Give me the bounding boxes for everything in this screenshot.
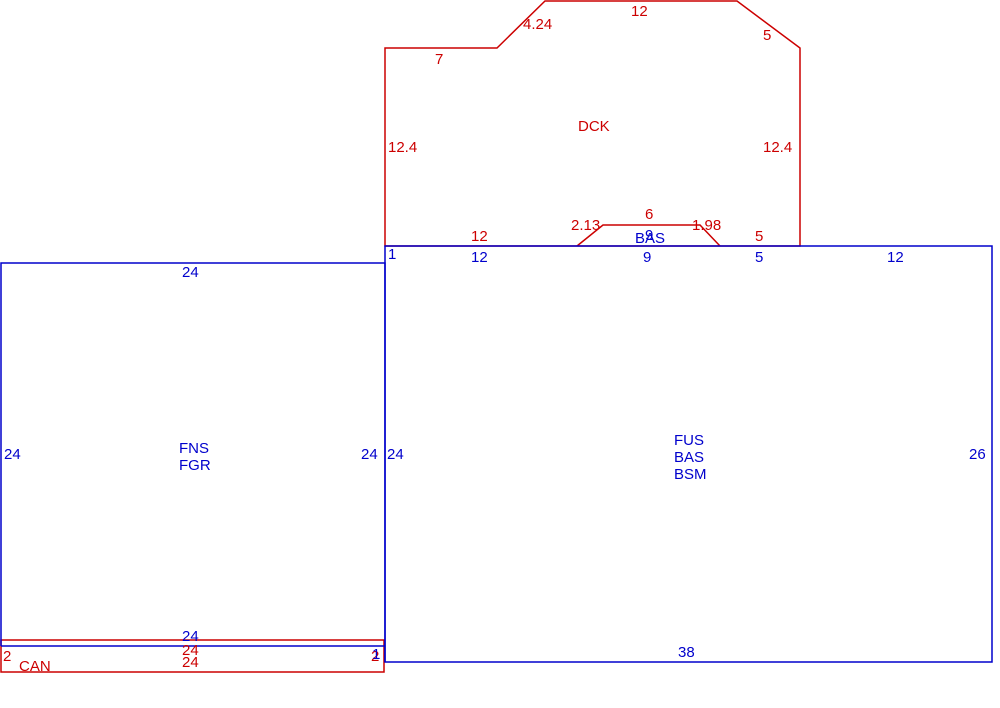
garage-code-1: FNS [179,440,209,457]
deck-dim-bottom-left: 12 [471,228,488,245]
canopy-dim-right: 2 [371,648,379,665]
house-code-2: BAS [674,449,704,466]
deck-code-label: DCK [578,118,610,135]
deck-dim-left-side: 12.4 [388,139,417,156]
canopy-outline [0,639,385,673]
bay-dim-top: 6 [645,206,653,223]
house-dim-left: 24 [387,446,404,463]
garage-dim-bottom: 24 [182,628,199,645]
deck-outline [384,0,801,247]
deck-dim-top-left-diag: 4.24 [523,16,552,33]
bay-marker: 9 [645,227,653,244]
house-dim-top-3: 12 [887,249,904,266]
house-code-3: BSM [674,466,707,483]
bay-dim-right-diag: 1.98 [692,217,721,234]
canopy-dim-top: 24 [182,642,199,659]
deck-dim-right-side: 12.4 [763,139,792,156]
deck-dim-top-right-diag: 5 [763,27,771,44]
garage-dim-top: 24 [182,264,199,281]
bay-dim-bottom: 9 [643,249,651,266]
canopy-code-label: CAN [19,658,51,675]
deck-dim-bottom-right: 5 [755,228,763,245]
main-house-outline [384,245,993,663]
garage-dim-right: 24 [361,446,378,463]
bay-outline [576,224,721,247]
deck-dim-top: 12 [631,3,648,20]
deck-dim-left-step: 7 [435,51,443,68]
canopy-dim-bottom: 24 [182,654,199,671]
canopy-dim-right-blue: 1 [372,646,380,663]
bay-dim-left-diag: 2.13 [571,217,600,234]
canopy-dim-left: 2 [3,648,11,665]
house-code-1: FUS [674,432,704,449]
house-dim-top-2: 5 [755,249,763,266]
house-dim-bottom: 38 [678,644,695,661]
house-dim-top-1: 12 [471,249,488,266]
garage-dim-left: 24 [4,446,21,463]
house-dim-corner: 1 [388,246,396,263]
bay-code-label: BAS [635,230,665,247]
garage-code-2: FGR [179,457,211,474]
house-dim-right: 26 [969,446,986,463]
